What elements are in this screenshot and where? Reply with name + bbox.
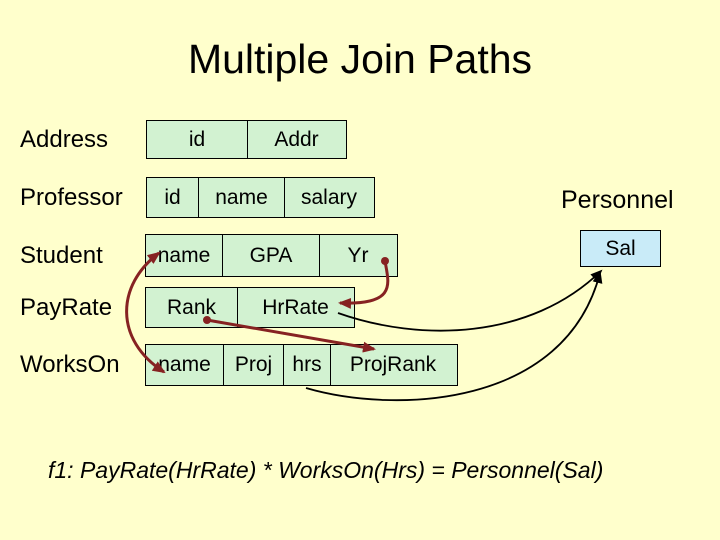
relation-label-student: Student (20, 241, 103, 269)
cell-workson-projrank: ProjRank (330, 345, 455, 385)
relation-row-address: id Addr (146, 120, 347, 159)
cell-payrate-hrrate: HrRate (237, 288, 353, 327)
cell-professor-salary: salary (284, 178, 373, 217)
relation-row-student: name GPA Yr (145, 234, 398, 277)
cell-workson-hrs: hrs (283, 345, 330, 385)
cell-professor-name: name (198, 178, 284, 217)
cell-personnel-sal: Sal (605, 236, 636, 260)
relation-label-professor: Professor (20, 183, 123, 211)
relation-row-professor: id name salary (146, 177, 375, 218)
slide-title: Multiple Join Paths (187, 36, 533, 82)
cell-workson-name: name (158, 353, 211, 376)
relation-row-workson: name Proj hrs ProjRank (145, 344, 458, 386)
cell-address-id: id (188, 127, 206, 151)
personnel-label: Personnel (561, 186, 674, 214)
cell-workson-proj: Proj (223, 345, 283, 385)
cell-address-addr: Addr (247, 121, 345, 158)
cell-professor-id: id (164, 185, 181, 209)
relation-label-workson: WorksOn (20, 351, 120, 378)
relation-row-payrate: Rank HrRate (145, 287, 355, 328)
relation-label-address: Address (20, 125, 109, 153)
formula-text: f1: PayRate(HrRate) * WorksOn(Hrs) = Per… (48, 457, 604, 483)
arrow-payrate-hrrate-to-personnel-sal (337, 269, 603, 332)
relation-label-payrate: PayRate (20, 293, 113, 321)
cell-student-yr: Yr (319, 235, 396, 276)
cell-student-gpa: GPA (222, 235, 319, 276)
cell-payrate-rank: Rank (166, 295, 217, 319)
cell-student-name: name (157, 243, 211, 267)
personnel-sal-box: Sal (580, 230, 661, 267)
